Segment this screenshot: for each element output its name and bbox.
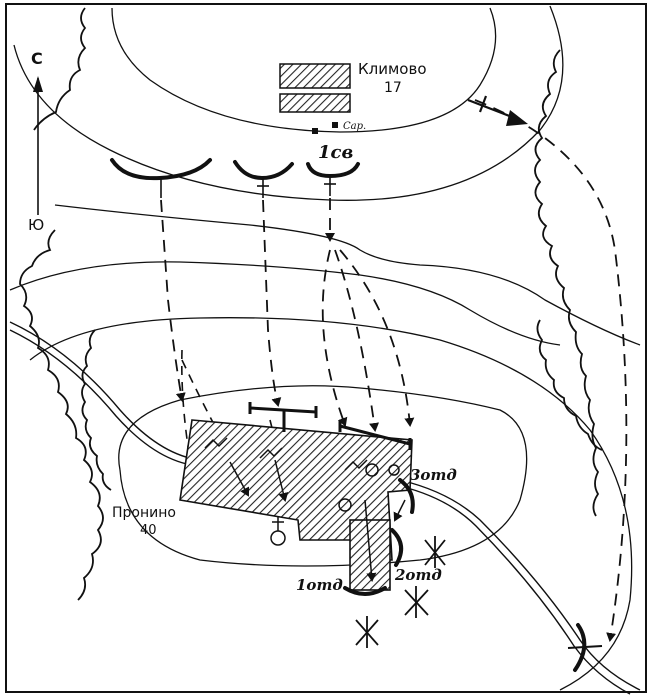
mg-symbol-1: [204, 437, 228, 449]
forest-edge-east: [534, 49, 600, 517]
squad-2-arc: [390, 528, 404, 567]
contour-valley-1: [54, 204, 641, 346]
barn-marker-1: [312, 128, 318, 134]
position-stems: [160, 174, 336, 198]
route-4: [321, 249, 348, 427]
gun-symbol-3: [365, 463, 379, 477]
explosion-marker-2: [404, 586, 429, 618]
attack-routes: [160, 99, 628, 642]
position-arc-center: [233, 160, 294, 181]
forest-edge-east-lower: [536, 319, 603, 451]
east-flank-arrow: [467, 95, 528, 126]
squad-1-arc: [343, 586, 387, 596]
forest-edge-west: [19, 229, 104, 601]
klimovo-block-1: [279, 63, 351, 89]
road: [9, 321, 641, 695]
route-2: [262, 199, 282, 407]
north-label: С: [31, 49, 43, 68]
explosion-marker-3: [355, 616, 379, 648]
barn-marker-2: [332, 122, 338, 128]
klimovo-number: 17: [384, 80, 402, 96]
route-6: [339, 249, 415, 427]
north-arrow-icon: [33, 76, 43, 92]
unit-2otd-label: 2отд: [394, 566, 442, 584]
barn-label: Сар.: [343, 121, 366, 132]
compass: С Ю: [28, 49, 44, 234]
contour-klimovo-inner: [111, 7, 497, 133]
position-arc-left: [110, 158, 212, 181]
pronino-number: 40: [140, 523, 157, 538]
route-5: [334, 249, 380, 432]
position-arc-right: [306, 162, 360, 179]
route-1: [160, 199, 186, 402]
klimovo-block-2: [279, 93, 351, 113]
unit-3otd-label: 3отд: [410, 466, 457, 484]
contour-pronino-outer: [29, 317, 633, 691]
mg-symbol-2: [259, 447, 283, 459]
forest-edge-west-inner: [81, 329, 112, 491]
gun-symbol-2: [338, 498, 352, 512]
weapon-symbols: [204, 437, 400, 546]
contour-lines: [9, 5, 641, 691]
pronino-name: Пронино: [112, 505, 176, 521]
squad-3-arc: [398, 478, 415, 514]
unit-1otd-label: 1отд: [296, 576, 343, 594]
defense-lines: [248, 402, 412, 450]
contour-pronino-inner: [118, 385, 528, 567]
gun-symbol-4: [388, 464, 400, 476]
explosion-markers: [355, 536, 446, 648]
mg-symbol-3: [344, 459, 368, 471]
gun-symbol-1: [270, 530, 286, 546]
map-frame: [5, 3, 647, 693]
pronino-village: Пронино 40: [112, 419, 413, 591]
klimovo-village: Климово 17 Сар.: [279, 60, 427, 134]
east-block-stem: [567, 645, 603, 649]
route-east: [474, 99, 628, 642]
unit-1sv-label: 1св: [318, 142, 353, 163]
klimovo-name: Климово: [358, 60, 427, 78]
contour-valley-2: [9, 261, 561, 346]
assault-arrows: [229, 459, 406, 582]
south-label: Ю: [28, 216, 44, 234]
forest-edges: [19, 7, 603, 601]
explosion-marker-1: [424, 536, 446, 568]
forest-edge-northwest: [33, 7, 87, 131]
